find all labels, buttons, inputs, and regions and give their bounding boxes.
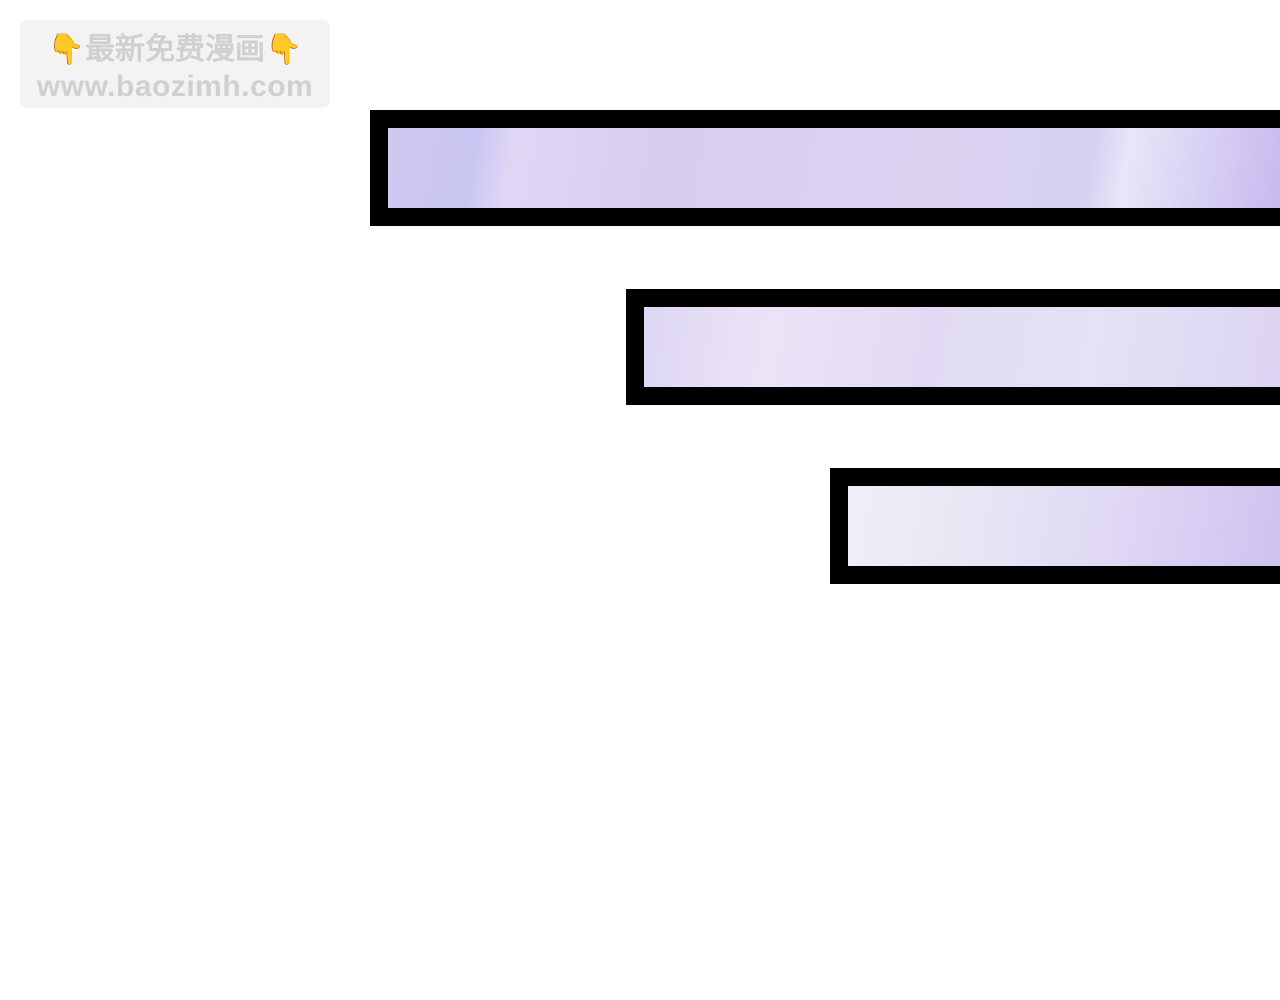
watermark-line-1: 👇最新免费漫画👇 bbox=[47, 32, 303, 67]
comic-panel-3 bbox=[830, 468, 1280, 584]
comic-panel-1 bbox=[370, 110, 1280, 226]
comic-panel-2 bbox=[626, 289, 1280, 405]
watermark-url: www.baozimh.com bbox=[36, 70, 314, 103]
watermark: 👇最新免费漫画👇 www.baozimh.com bbox=[20, 20, 330, 108]
